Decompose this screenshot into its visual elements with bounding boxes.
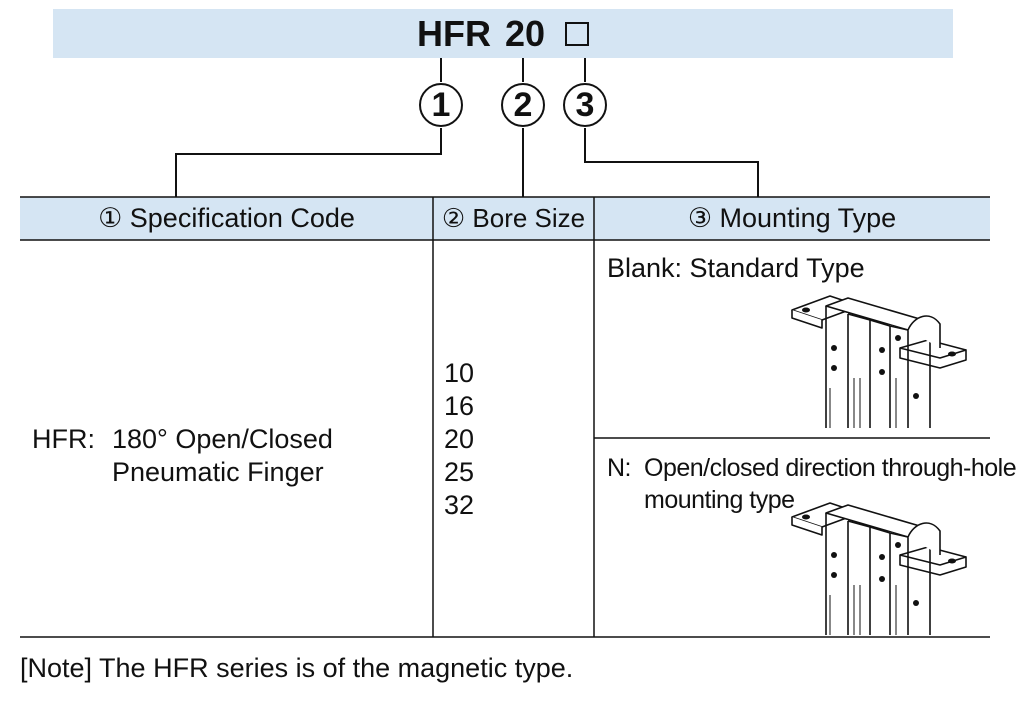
circle-1: 1 (419, 83, 463, 127)
spec-code-label: HFR: (32, 424, 95, 454)
mounting-n-label-line2: mounting type (644, 486, 795, 514)
spec-description-line2: Pneumatic Finger (112, 457, 324, 487)
bore-size-item: 10 (444, 358, 475, 388)
model-code-bar (53, 9, 953, 58)
mounting-n-code: N: (607, 454, 632, 482)
header-spec-code: ① Specification Code (98, 203, 355, 233)
mounting-n-label-line1: Open/closed direction through-hole (644, 454, 1017, 482)
circle-2: 2 (501, 83, 545, 127)
table-header (20, 197, 990, 240)
model-code: HFR 20 (53, 9, 953, 58)
header-bore-size: ② Bore Size (441, 203, 586, 233)
bore-size-item: 20 (444, 424, 475, 454)
footnote: [Note] The HFR series is of the magnetic… (20, 653, 574, 683)
circle-3: 3 (563, 83, 607, 127)
model-code-series: HFR (416, 12, 491, 54)
standard-type-gripper-illustration (791, 295, 967, 428)
bore-size-item: 25 (444, 457, 475, 487)
bore-size-item: 32 (444, 490, 475, 520)
mounting-standard-label: Blank: Standard Type (607, 253, 865, 283)
mounting-code-box (565, 21, 590, 46)
header-mounting-type: ③ Mounting Type (687, 203, 897, 233)
spec-description-line1: 180° Open/Closed (112, 424, 333, 454)
model-code-bore: 20 (504, 12, 546, 54)
through-hole-gripper-illustration (791, 502, 967, 635)
bore-size-item: 16 (444, 391, 475, 421)
